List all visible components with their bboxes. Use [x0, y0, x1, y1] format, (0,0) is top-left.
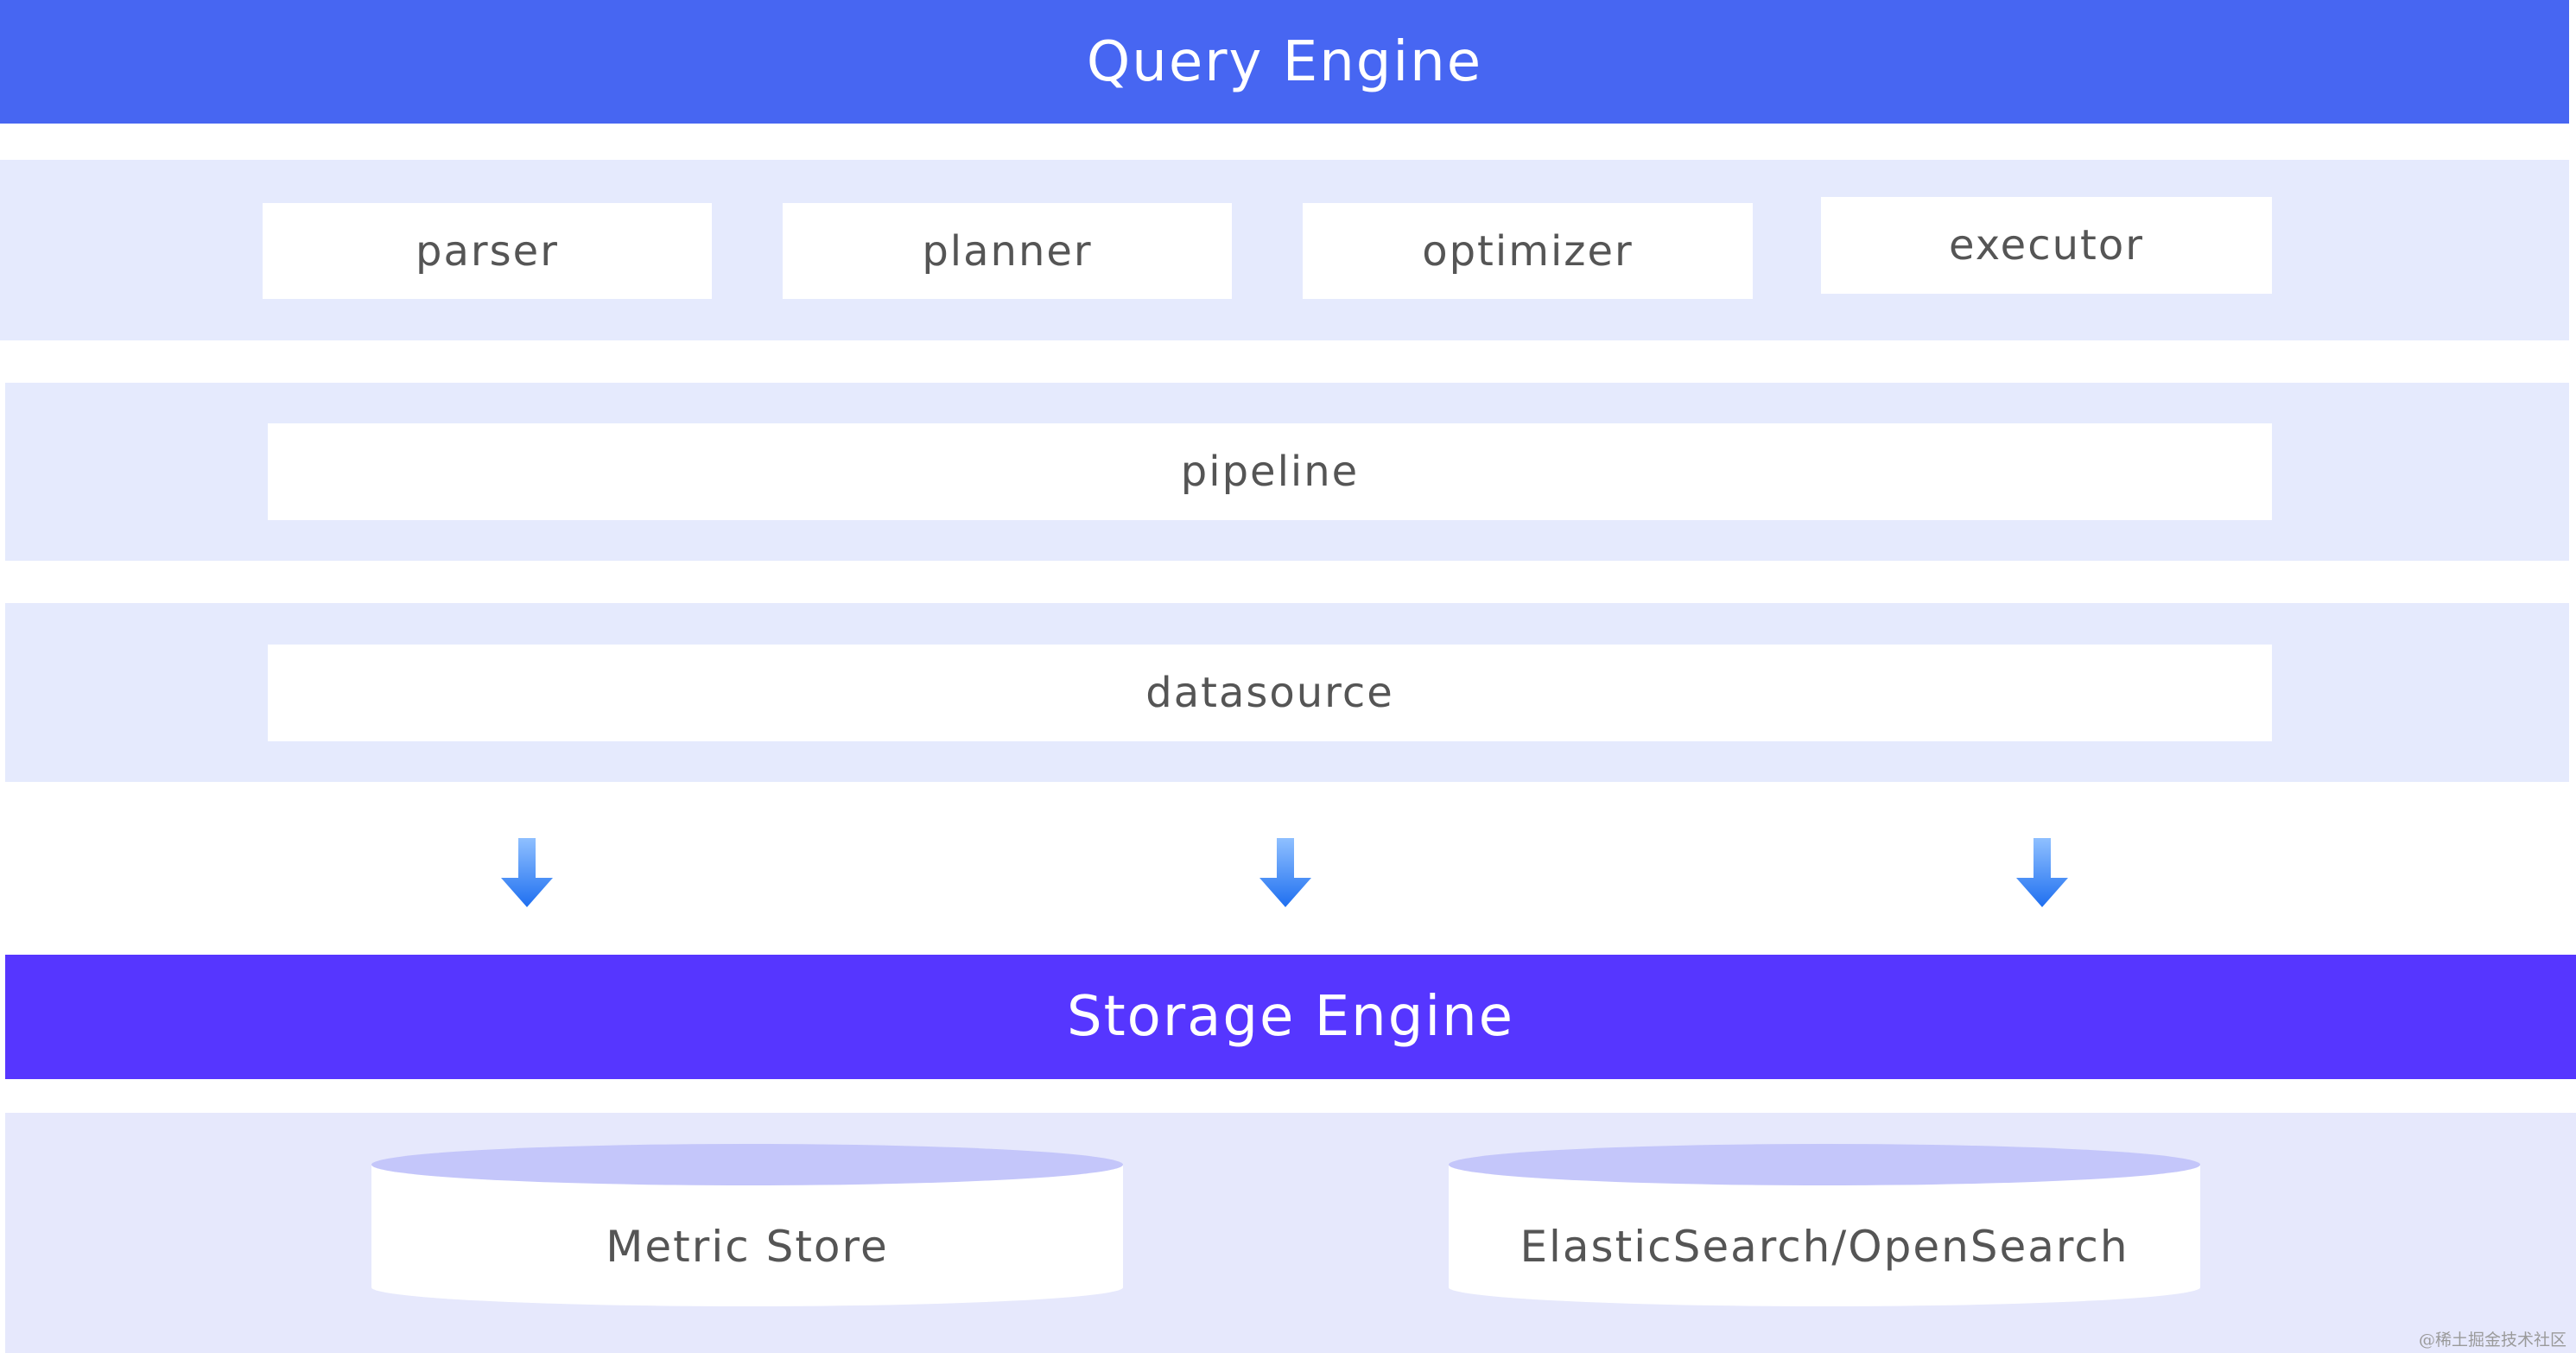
pipeline-label: pipeline [1180, 448, 1360, 496]
watermark: @稀土掘金技术社区 [2419, 1331, 2567, 1350]
query-engine-title: Query Engine [1086, 29, 1483, 94]
datasource-box: datasource [268, 645, 2272, 741]
arrow-down-icon [2016, 838, 2068, 907]
datasource-label: datasource [1145, 669, 1394, 717]
database-cylinder-icon [371, 1144, 1123, 1306]
storage-engine-header: Storage Engine [5, 955, 2576, 1079]
optimizer-label: optimizer [1422, 226, 1634, 276]
arrow-down-icon [1259, 838, 1311, 907]
pipeline-box: pipeline [268, 423, 2272, 520]
metric-store-cylinder: Metric Store [371, 1139, 1123, 1312]
arrow-down-icon [501, 838, 553, 907]
storage-engine-title: Storage Engine [1066, 985, 1515, 1049]
elasticsearch-label: ElasticSearch/OpenSearch [1520, 1222, 2129, 1272]
query-engine-header: Query Engine [0, 0, 2569, 124]
optimizer-box: optimizer [1303, 203, 1753, 299]
executor-box: executor [1821, 197, 2272, 294]
elasticsearch-cylinder: ElasticSearch/OpenSearch [1449, 1139, 2200, 1312]
planner-label: planner [922, 226, 1093, 276]
parser-box: parser [263, 203, 712, 299]
parser-label: parser [416, 226, 559, 276]
planner-box: planner [783, 203, 1232, 299]
executor-label: executor [1949, 221, 2144, 270]
database-cylinder-icon [1449, 1144, 2200, 1306]
metric-store-label: Metric Store [606, 1222, 889, 1272]
